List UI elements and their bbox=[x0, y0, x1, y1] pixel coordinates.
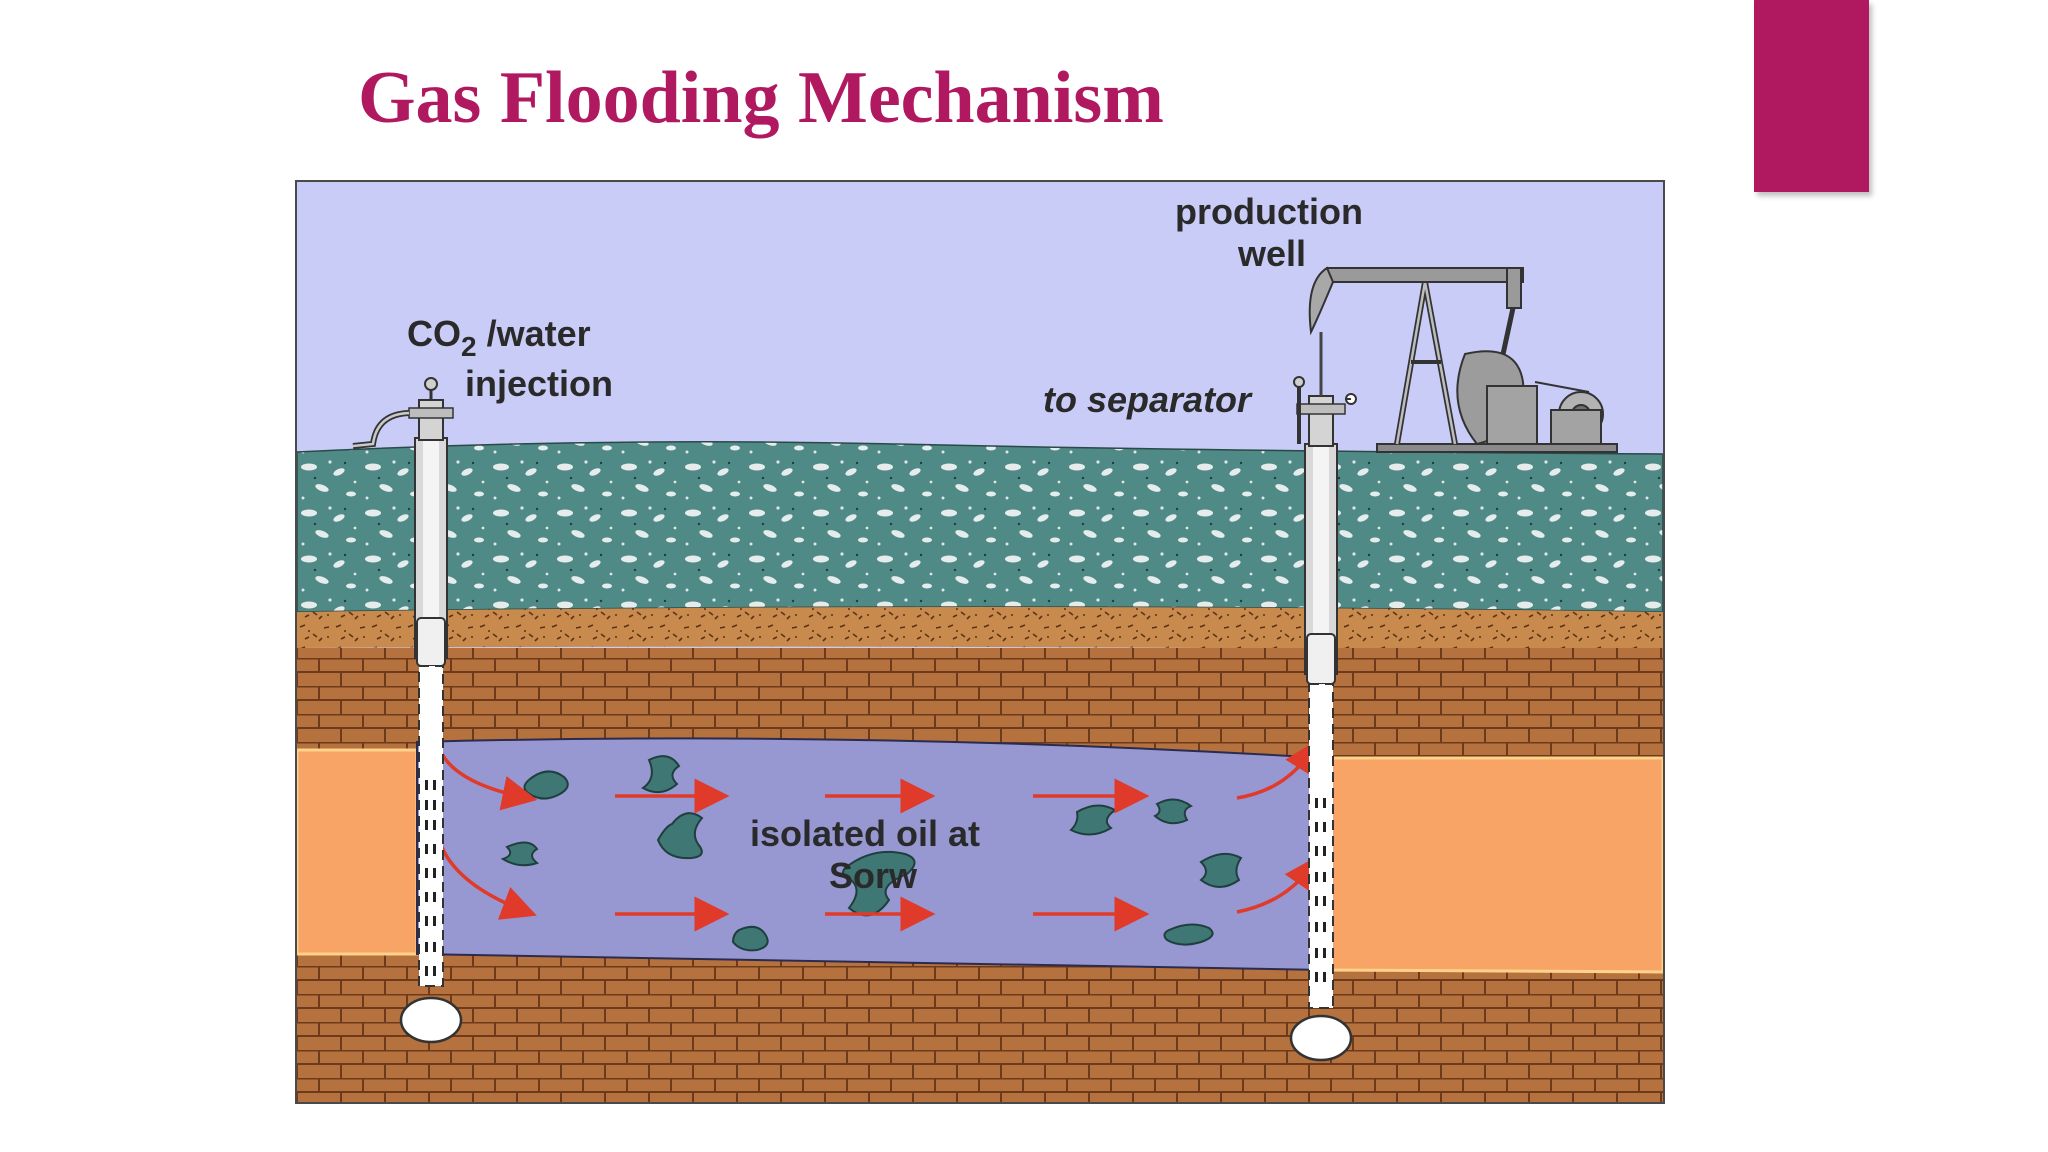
separator-label: to separator bbox=[1043, 379, 1253, 420]
production-well bbox=[1289, 332, 1357, 1062]
isolated-oil-label-line2: Sorw bbox=[829, 855, 918, 896]
isolated-oil-label-line1: isolated oil at bbox=[750, 813, 980, 854]
production-well-label-line2: well bbox=[1237, 233, 1306, 274]
injection-label-water: /water bbox=[477, 313, 591, 354]
oil-zone-right bbox=[1323, 756, 1663, 974]
oil-zone-left bbox=[297, 748, 419, 956]
pump-jack bbox=[1308, 266, 1618, 453]
injection-label-line2: injection bbox=[465, 363, 613, 404]
injection-label-co: CO bbox=[407, 313, 461, 354]
gravel-layer bbox=[297, 441, 1663, 613]
injection-well bbox=[352, 377, 463, 1044]
injection-label-sub: 2 bbox=[461, 331, 477, 362]
slide-title: Gas Flooding Mechanism bbox=[358, 57, 1164, 139]
sand-layer bbox=[297, 607, 1663, 652]
gas-flooding-diagram: production well CO2 /water injection to … bbox=[295, 180, 1665, 1104]
accent-bar bbox=[1754, 0, 1869, 192]
production-well-label-line1: production bbox=[1175, 191, 1363, 232]
injection-label-line1: CO2 /water bbox=[407, 313, 591, 362]
